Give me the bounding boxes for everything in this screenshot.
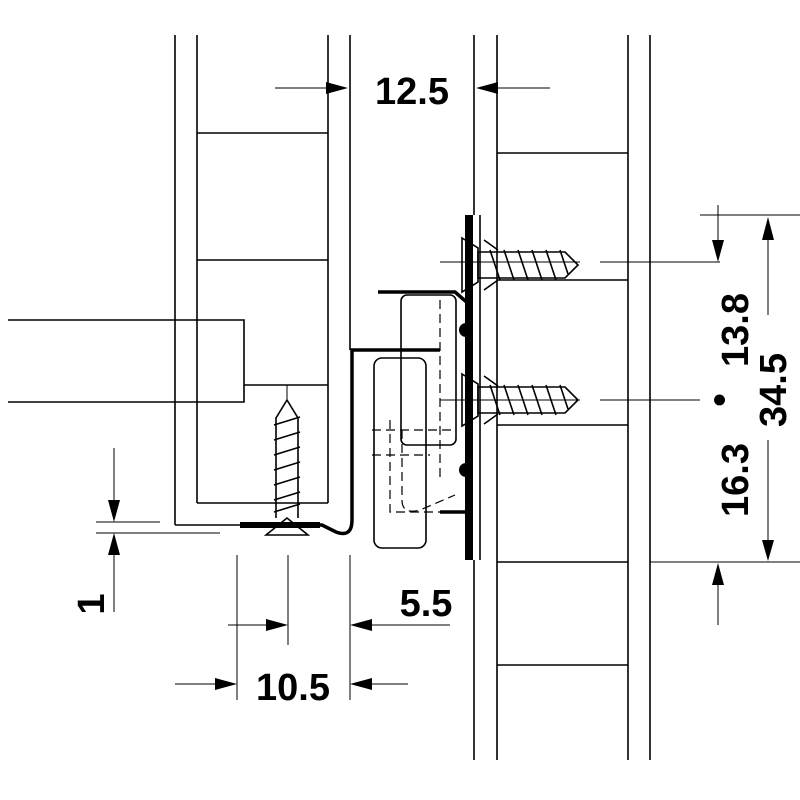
drawer-bottom-panel [8, 319, 245, 403]
cabinet-slide-member [378, 215, 473, 560]
dimension-separator-dot: • [699, 393, 741, 406]
dimension-top-gap: 12.5 [275, 71, 550, 113]
upper-mounting-screw [461, 236, 580, 294]
dimension-bottom-to-screw [650, 561, 800, 625]
dimension-label-rail-width: 10.5 [256, 667, 330, 709]
dimension-label-bottom-to-screw: 16.3 [715, 443, 757, 517]
dimension-label-screw-spacing: 13.8 [715, 293, 757, 367]
dimension-rail-width [175, 555, 408, 700]
screw-center-lines [286, 261, 720, 401]
slide-inner-rail [372, 294, 457, 549]
drawer-side-panel [174, 35, 351, 526]
dimension-rail-offset [228, 555, 450, 700]
drawer-slide-member [240, 348, 440, 536]
dimension-label-top-gap: 12.5 [375, 71, 449, 113]
dimension-label-overall-height: 34.5 [753, 353, 795, 427]
dimension-base-thickness [96, 448, 220, 612]
dimension-screw-spacing [700, 205, 800, 262]
drawer-bottom-screw [263, 398, 311, 536]
cabinet-side-panel [473, 35, 651, 760]
dimension-label-rail-offset: 5.5 [400, 583, 453, 625]
dimension-overall-height [762, 217, 774, 561]
dimension-label-base-thickness: 1 [71, 593, 113, 614]
